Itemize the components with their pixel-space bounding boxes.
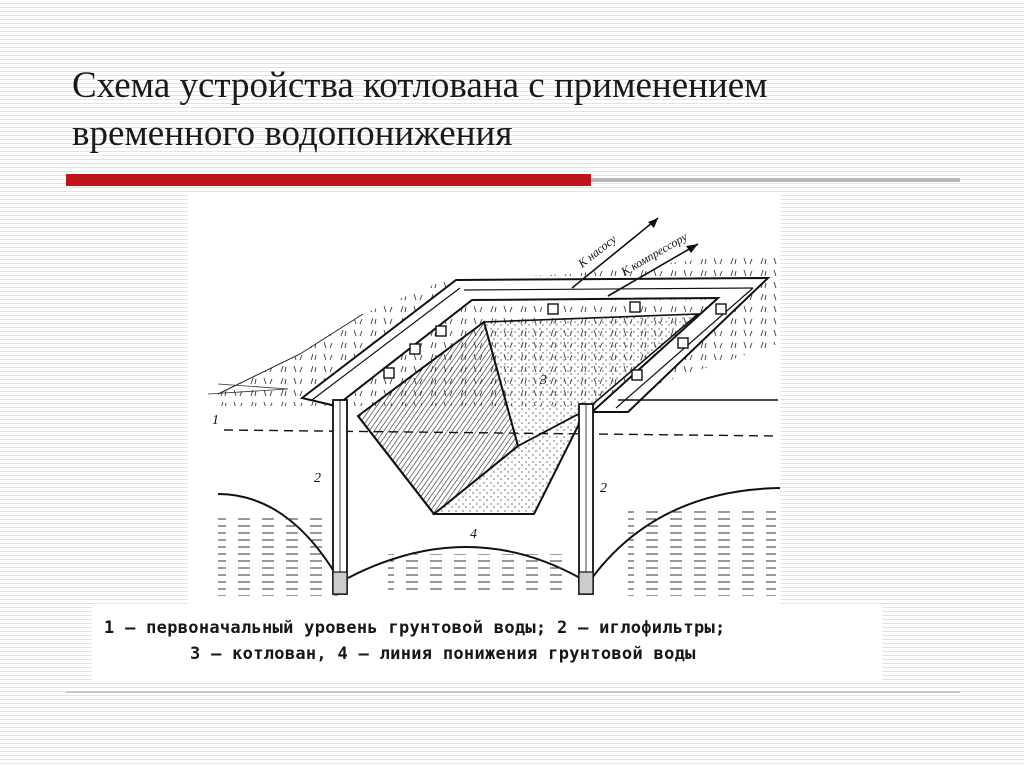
wellpoint-left (332, 399, 348, 595)
label-4: 4 (470, 527, 477, 542)
footer-rule (66, 691, 960, 693)
slide-title-line-1: Схема устройства котлована с применением (72, 65, 768, 106)
label-1: 1 (212, 413, 219, 428)
label-3: 3 (539, 373, 547, 388)
slide-title: Схема устройства котлована с применением… (72, 62, 972, 158)
title-underline-rule (591, 178, 960, 182)
groundwater-level-original (223, 429, 779, 437)
excavation-diagram: К насосу К компрессору 1 2 2 3 4 (188, 194, 780, 606)
label-to-pump: К насосу (574, 232, 619, 271)
label-2-right: 2 (600, 481, 607, 496)
caption-line-2: 3 — котлован, 4 — линия понижения грунто… (190, 644, 696, 664)
excavation-diagram-svg: К насосу К компрессору 1 2 2 3 4 (207, 217, 780, 596)
header-valves (383, 301, 727, 381)
caption-line-1: 1 — первоначальный уровень грунтовой вод… (104, 618, 726, 638)
groundwater-depression-curves (217, 487, 780, 596)
title-underline-accent (66, 174, 591, 186)
outlet-pipes (571, 217, 699, 297)
excavation-pit (356, 313, 701, 516)
label-2-left: 2 (314, 471, 321, 486)
wellpoint-right (578, 403, 594, 595)
slide-title-line-2: временного водопонижения (72, 113, 513, 154)
figure-caption: 1 — первоначальный уровень грунтовой вод… (92, 606, 882, 682)
